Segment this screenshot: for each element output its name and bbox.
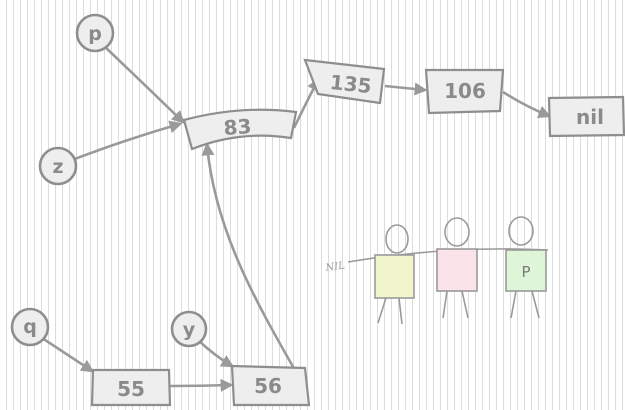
- variable-y-label: y: [183, 319, 196, 341]
- person-3-body: [505, 249, 547, 292]
- people-holding-hands-illustration: NIL P: [324, 216, 549, 325]
- edge-y-to-56: [197, 339, 235, 368]
- node-135-label: 135: [329, 70, 373, 98]
- node-56: 56: [230, 364, 311, 407]
- person-1: [374, 224, 415, 325]
- node-56-label: 56: [254, 374, 282, 398]
- edge-q-to-55: [41, 336, 95, 373]
- node-106-label: 106: [444, 79, 486, 103]
- node-nil: nil: [547, 95, 625, 138]
- edge-135-to-106: [384, 82, 428, 96]
- node-83-label: 83: [223, 114, 252, 140]
- edge-z-to-83: [71, 120, 183, 162]
- variable-p-label: p: [88, 23, 102, 45]
- nil-sketch-label: NIL: [324, 260, 346, 274]
- node-55-label: 55: [117, 377, 145, 401]
- node-55: 55: [90, 368, 172, 407]
- edge-56-to-83: [201, 142, 298, 373]
- node-135: 135: [303, 58, 386, 105]
- person-3: P: [505, 216, 547, 319]
- person-2-body: [436, 248, 478, 292]
- node-106: 106: [424, 68, 505, 115]
- edge-55-to-56: [169, 378, 234, 392]
- edge-p-to-83: [103, 45, 185, 124]
- variable-q: q: [10, 307, 50, 347]
- edge-106-to-nil: [502, 90, 552, 118]
- node-83: 83: [182, 108, 298, 151]
- person-2: [436, 217, 478, 319]
- node-nil-label: nil: [576, 105, 604, 129]
- variable-z-label: z: [52, 156, 63, 178]
- variable-q-label: q: [23, 316, 37, 338]
- variable-y: y: [170, 310, 208, 348]
- variable-z: z: [38, 146, 78, 186]
- variable-p: p: [75, 13, 115, 53]
- person-1-body: [374, 254, 415, 299]
- person-3-label: P: [521, 263, 530, 281]
